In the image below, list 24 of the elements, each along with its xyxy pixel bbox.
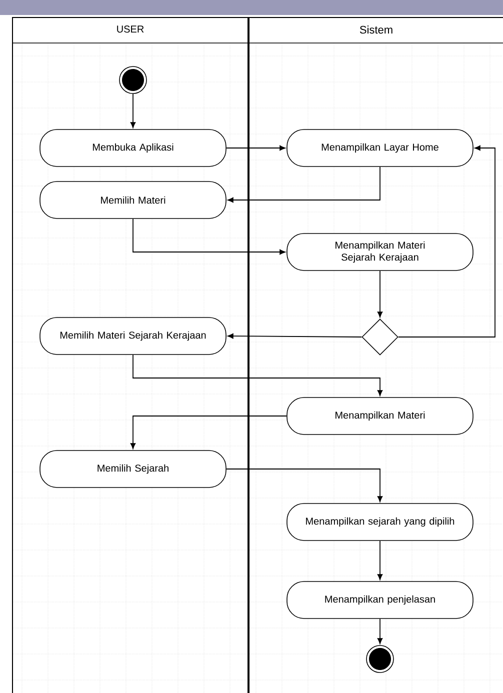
activity-box: Menampilkan sejarah yang dipilih [286,503,474,541]
activity-box: Menampilkan Materi Sejarah Kerajaan [286,233,474,271]
arrow [226,145,286,151]
arrow [226,468,383,502]
arrow [377,270,383,318]
arrow [132,218,286,255]
arrow [377,540,383,580]
activity-box: Memilih Materi Sejarah Kerajaan [40,317,226,355]
arrow [228,166,380,203]
arrow [130,416,288,449]
activity-box: Memilih Materi [40,181,226,219]
activity-box: Memilih Sejarah [40,450,226,488]
activity-box: Menampilkan Materi [286,397,474,435]
arrow [377,618,383,644]
arrow [130,93,136,128]
activity-box: Menampilkan penjelasan [286,581,474,619]
arrow [228,333,362,339]
end-node [366,645,394,673]
arrow [132,354,383,396]
activity-box: Membuka Aplikasi [40,129,226,167]
activity-box: Menampilkan Layar Home [286,129,474,167]
start-node [119,66,147,94]
decision-diamond [362,318,398,356]
arrow [398,145,496,338]
